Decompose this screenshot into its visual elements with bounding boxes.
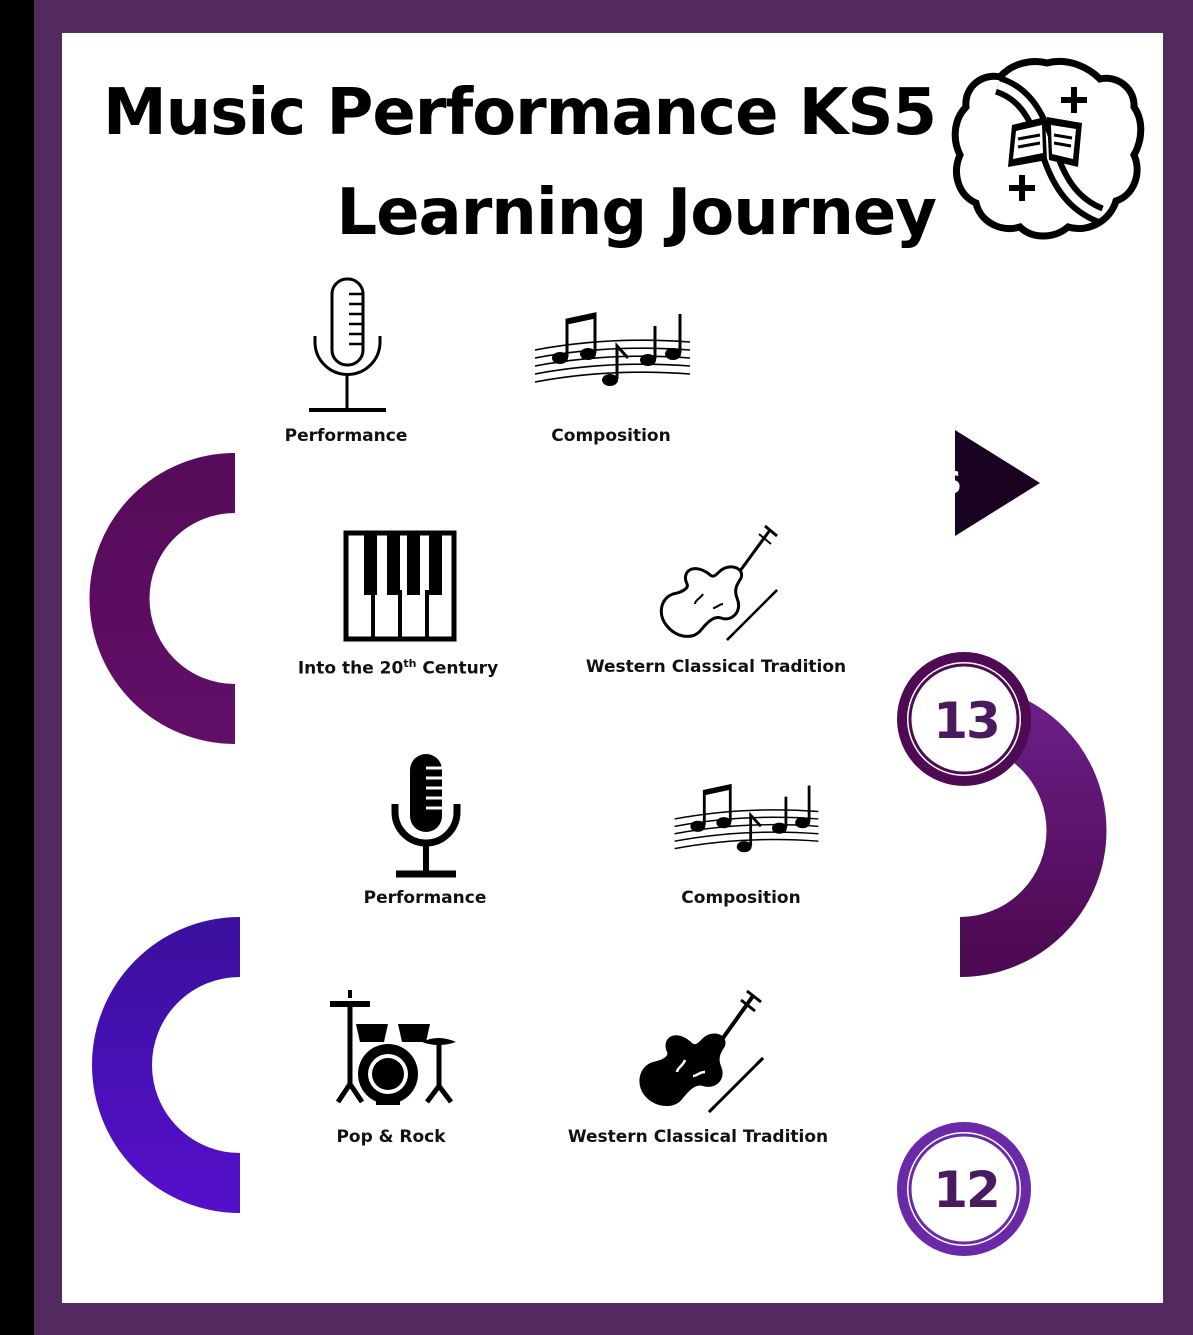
violin-outline-icon: [659, 524, 778, 641]
year-12-badge: [897, 1122, 1031, 1256]
microphone-outline-icon: [309, 277, 386, 412]
year-12-badge-number: 12: [933, 1161, 1001, 1219]
drum-kit-icon: [330, 990, 456, 1105]
future-journeys-label: FUTURE JOURNEYS: [638, 466, 963, 501]
music-staff-icon: [674, 783, 819, 853]
topic-label-y13-performance: Performance: [284, 426, 408, 446]
page-title-line-2: Learning Journey: [336, 176, 937, 250]
piano-keys-icon: [343, 530, 457, 642]
topic-label-y12-performance: Performance: [363, 888, 487, 908]
year-13-badge-number: 13: [933, 692, 1001, 750]
microphone-solid-icon: [391, 754, 461, 878]
school-crest-icon: [951, 58, 1145, 240]
topic-label-y12-western-classical: Western Classical Tradition: [567, 1127, 829, 1147]
topic-label-y13-composition: Composition: [551, 426, 671, 446]
topic-label-y13-western-classical: Western Classical Tradition: [585, 657, 847, 677]
music-staff-icon: [534, 312, 691, 386]
page-title-line-1: Music Performance KS5: [102, 76, 937, 150]
topic-label-y12-pop-rock: Pop & Rock: [336, 1127, 446, 1147]
arrow-head: [955, 430, 1040, 536]
topic-label-y12-composition: Composition: [681, 888, 801, 908]
year-13-badge: [897, 652, 1031, 786]
topic-label-y13-into-20th-century: Into the 20th Century: [297, 657, 499, 679]
violin-solid-icon: [639, 989, 765, 1114]
